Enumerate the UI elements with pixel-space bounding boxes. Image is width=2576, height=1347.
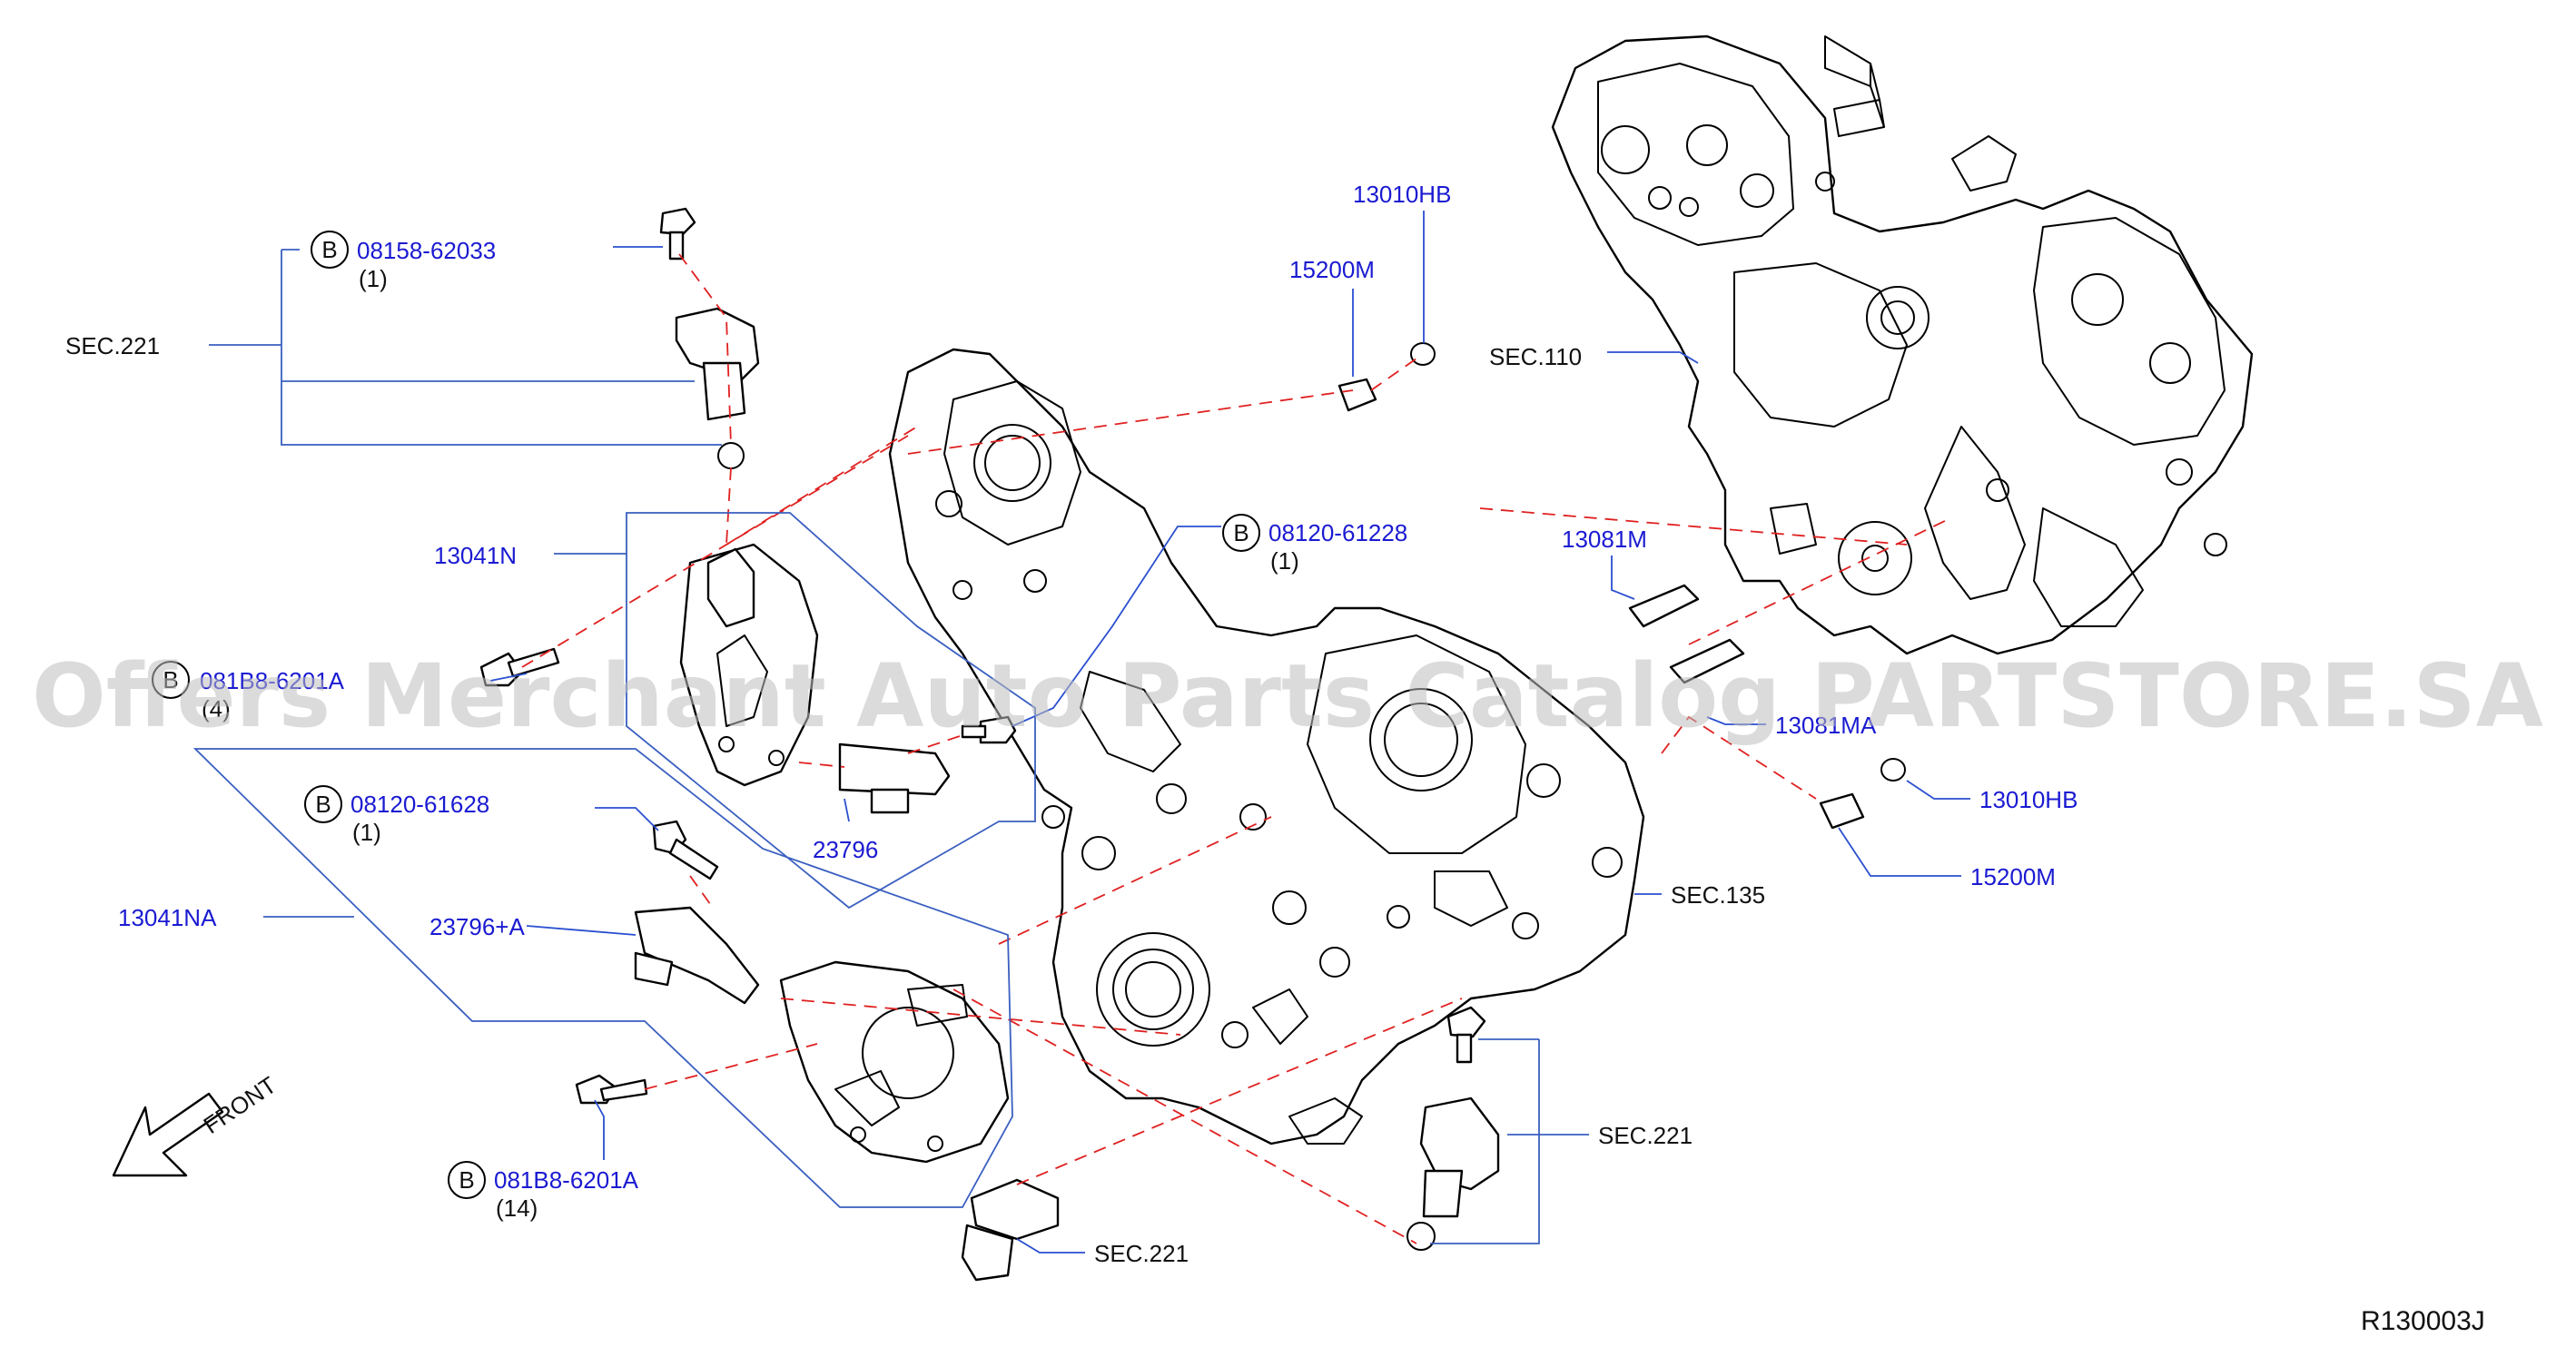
part-label-13041n[interactable]: 13041N [434,542,517,569]
part-label-08120-61228[interactable]: 08120-61228 [1268,519,1407,546]
bolt-marker-3 [304,785,342,823]
section-ref-sec221-right[interactable]: SEC.221 [1598,1122,1693,1149]
bolt-marker-4 [448,1161,486,1199]
part-label-13010hb-top[interactable]: 13010HB [1353,181,1451,208]
bolt-marker-2 [152,661,190,699]
bolt-marker-5 [1222,514,1260,552]
section-ref-sec110[interactable]: SEC.110 [1489,343,1582,370]
part-label-13010hb-right[interactable]: 13010HB [1979,786,2078,813]
bolt-top-drawing [659,207,696,261]
part-label-23796a[interactable]: 23796+A [429,913,525,940]
part-label-08158-62033[interactable]: 08158-62033 [357,237,496,264]
vtc-cover-13041n-drawing [679,543,819,787]
bolt-bottom-drawing [575,1074,648,1105]
cam-sensor-right-drawing [1406,1006,1500,1251]
timing-cover-drawing [888,348,1645,1145]
bolt-marker-label: B [163,666,178,693]
part-label-23796[interactable]: 23796 [813,836,878,863]
part-label-13081m[interactable]: 13081M [1562,526,1647,553]
qty-label: (1) [352,819,381,846]
diagram-code: R130003J [2361,1306,2485,1336]
qty-label: (1) [1270,547,1299,575]
bolt-marker-label: B [321,236,337,263]
section-ref-sec135[interactable]: SEC.135 [1671,881,1765,909]
qty-label: (14) [496,1195,538,1222]
part-label-15200m-top[interactable]: 15200M [1289,256,1375,283]
engine-block-drawing [1551,34,2254,655]
ocv-23796a-drawing [634,906,760,1005]
watermark-text: Offers Merchant Auto Parts Catalog PARTS… [32,645,2543,747]
bolt-marker-label: B [459,1166,474,1194]
section-ref-sec221-bottom[interactable]: SEC.221 [1094,1240,1189,1267]
part-label-08120-61628[interactable]: 08120-61628 [350,791,489,818]
front-direction-arrow [112,1092,224,1177]
ocv-23796-drawing [838,715,1017,814]
bolt-marker-label: B [1233,519,1249,546]
dowel-parts-drawing [1337,342,1906,830]
leader-lines [489,211,1970,1254]
crank-sensor-bottom-drawing [961,1178,1060,1282]
vtc-cover-13041na-drawing [779,960,1010,1164]
bolt-left-drawing [479,647,560,687]
bolt-marker-label: B [315,791,331,818]
part-label-13081ma[interactable]: 13081MA [1775,712,1877,739]
grouping-frames [192,249,1589,1244]
part-label-081b8-6201a-14[interactable]: 081B8-6201A [494,1166,639,1194]
part-label-13041na[interactable]: 13041NA [118,904,217,931]
cam-sensor-top-drawing [675,307,760,469]
bolt-marker-1 [311,231,349,269]
part-label-081b8-6201a[interactable]: 081B8-6201A [200,667,345,694]
part-label-15200m-right[interactable]: 15200M [1970,863,2056,890]
bolt-markers [152,231,1260,1199]
qty-label: (1) [359,265,388,292]
bolt-08120-61628-drawing [652,820,719,880]
qty-label: (4) [202,695,231,723]
alignment-centerlines [521,253,1953,1244]
section-ref-sec221-top[interactable]: SEC.221 [65,332,160,359]
